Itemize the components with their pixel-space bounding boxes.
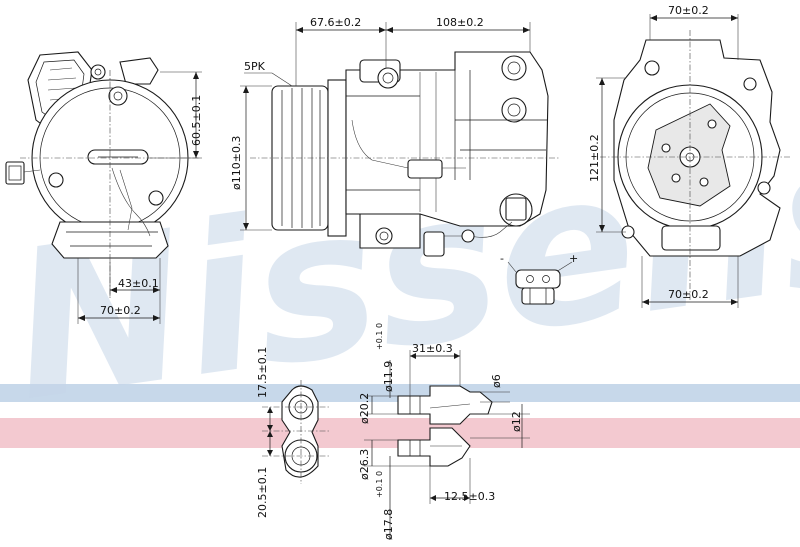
connector-detail: - + bbox=[500, 252, 578, 305]
dim-6: ø6 bbox=[490, 374, 503, 388]
dim-60-5: 60.5±0.1 bbox=[190, 95, 203, 146]
dim-12: ø12 bbox=[510, 411, 523, 432]
connector-minus: - bbox=[500, 252, 504, 265]
dim-5pk: 5PK bbox=[244, 60, 266, 73]
dim-121: 121±0.2 bbox=[588, 134, 601, 182]
dim-bore-17-8-tol: +0.1 0 bbox=[375, 471, 384, 498]
connector-plus: + bbox=[569, 252, 578, 265]
dim-67-6: 67.6±0.2 bbox=[310, 16, 361, 29]
dim-bore-11-9: ø11.9 bbox=[382, 361, 395, 392]
dim-31: 31±0.3 bbox=[412, 342, 453, 355]
blue-band bbox=[0, 384, 800, 402]
dim-20-2: ø20.2 bbox=[358, 393, 371, 424]
dim-12-5: 12.5±0.3 bbox=[444, 490, 495, 503]
dim-bore-11-9-tol: +0.1 0 bbox=[375, 323, 384, 350]
dim-20-5: 20.5±0.1 bbox=[256, 467, 269, 518]
dim-bore-17-8: ø17.8 bbox=[382, 509, 395, 540]
dim-17-5: 17.5±0.1 bbox=[256, 347, 269, 398]
rear-view: 70±0.2 121±0.2 70±0.2 bbox=[588, 4, 790, 308]
dim-26-3: ø26.3 bbox=[358, 449, 371, 480]
side-view: 60.5±0.1 43±0.1 70±0.2 bbox=[5, 51, 203, 324]
top-view: 5PK 67.6±0.2 108±0.2 ø110±0.3 bbox=[230, 16, 560, 257]
port-front-view: 17.5±0.1 20.5±0.1 bbox=[256, 347, 330, 518]
port-side-view: ø11.9 +0.1 0 31±0.3 ø6 ø20.2 ø12 ø26.3 ø… bbox=[358, 323, 530, 540]
dim-43: 43±0.1 bbox=[118, 277, 159, 290]
dim-pulley-diameter: ø110±0.3 bbox=[230, 136, 243, 190]
dim-70-side: 70±0.2 bbox=[100, 304, 141, 317]
dim-70-rear-top: 70±0.2 bbox=[668, 4, 709, 17]
dim-70-rear-bottom: 70±0.2 bbox=[668, 288, 709, 301]
dim-108: 108±0.2 bbox=[436, 16, 484, 29]
